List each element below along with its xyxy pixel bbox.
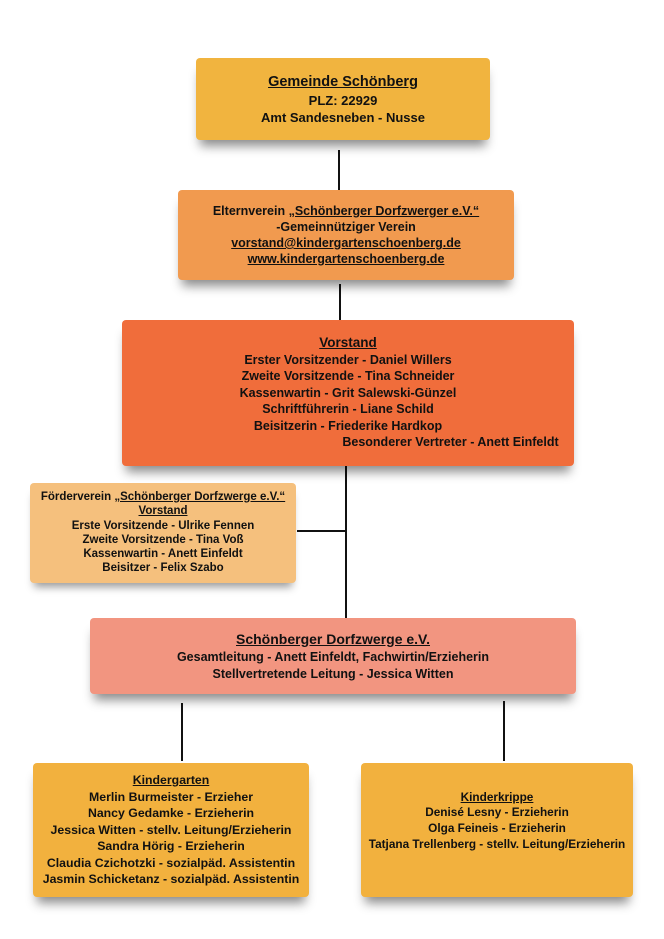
dorfzwerge-title: Schönberger Dorfzwerge e.V. bbox=[236, 630, 430, 647]
connector-elternverein-vorstand bbox=[339, 284, 341, 320]
org-box-dorfzwerge: Schönberger Dorfzwerge e.V. Gesamtleitun… bbox=[90, 618, 576, 694]
kindergarten-member: Claudia Czichotzki - sozialpäd. Assisten… bbox=[46, 855, 296, 870]
vorstand-member: Beisitzerin - Friederike Hardkop bbox=[253, 418, 443, 433]
foerderverein-prefix: Förderverein bbox=[40, 491, 115, 503]
kindergarten-title: Kindergarten bbox=[132, 772, 210, 787]
kindergarten-member: Nancy Gedamke - Erzieherin bbox=[87, 806, 255, 821]
elternverein-prefix: Elternverein bbox=[212, 204, 289, 218]
org-box-vorstand: Vorstand Erster Vorsitzender - Daniel Wi… bbox=[122, 320, 574, 466]
gemeinde-title: Gemeinde Schönberg bbox=[268, 73, 418, 90]
vorstand-member: Erster Vorsitzender - Daniel Willers bbox=[244, 352, 452, 367]
connector-dorfzwerge-kinderkrippe bbox=[503, 701, 505, 761]
foerderverein-member: Erste Vorsitzende - Ulrike Fennen bbox=[71, 519, 255, 532]
kindergarten-member: Jasmin Schicketanz - sozialpäd. Assisten… bbox=[42, 872, 300, 887]
foerderverein-member: Beisitzer - Felix Szabo bbox=[102, 562, 224, 575]
connector-gemeinde-elternverein bbox=[338, 150, 340, 190]
kindergarten-member: Merlin Burmeister - Erzieher bbox=[88, 789, 253, 804]
foerderverein-title: Förderverein „Schönberger Dorfzwerge e.V… bbox=[41, 490, 285, 504]
elternverein-website-link[interactable]: www.kindergartenschoenberg.de bbox=[247, 252, 445, 266]
gemeinde-amt: Amt Sandesneben - Nusse bbox=[261, 109, 425, 125]
elternverein-subtitle: -Gemeinnütziger Verein bbox=[276, 220, 416, 234]
org-box-gemeinde: Gemeinde Schönberg PLZ: 22929 Amt Sandes… bbox=[196, 58, 490, 140]
dorfzwerge-line: Stellvertretende Leitung - Jessica Witte… bbox=[212, 666, 454, 681]
connector-vorstand-dorfzwerge bbox=[345, 466, 347, 618]
vorstand-member: Zweite Vorsitzende - Tina Schneider bbox=[241, 369, 455, 384]
kindergarten-member: Jessica Witten - stellv. Leitung/Erziehe… bbox=[50, 822, 292, 837]
connector-foerderverein bbox=[297, 530, 346, 532]
kinderkrippe-member: Denisé Lesny - Erzieherin bbox=[425, 805, 569, 820]
org-box-kinderkrippe: Kinderkrippe Denisé Lesny - Erzieherin O… bbox=[361, 763, 633, 897]
gemeinde-plz: PLZ: 22929 bbox=[308, 92, 378, 108]
kinderkrippe-title: Kinderkrippe bbox=[460, 789, 534, 804]
vorstand-member: Schriftführerin - Liane Schild bbox=[262, 402, 434, 417]
foerderverein-member: Kassenwartin - Anett Einfeldt bbox=[83, 548, 243, 561]
foerderverein-member: Zweite Vorsitzende - Tina Voß bbox=[82, 533, 244, 546]
vorstand-title: Vorstand bbox=[319, 334, 377, 350]
dorfzwerge-line: Gesamtleitung - Anett Einfeldt, Fachwirt… bbox=[176, 649, 490, 664]
elternverein-title: Elternverein „Schönberger Dorfzwerger e.… bbox=[213, 203, 479, 219]
kinderkrippe-member: Olga Feineis - Erzieherin bbox=[428, 821, 566, 835]
vorstand-member: Kassenwartin - Grit Salewski-Günzel bbox=[239, 385, 457, 400]
foerderverein-subtitle: Vorstand bbox=[138, 505, 188, 518]
vorstand-member: Besonderer Vertreter - Anett Einfeldt bbox=[342, 435, 559, 450]
kindergarten-member: Sandra Hörig - Erzieherin bbox=[97, 839, 245, 854]
org-box-foerderverein: Förderverein „Schönberger Dorfzwerge e.V… bbox=[30, 483, 296, 583]
kinderkrippe-member: Tatjana Trellenberg - stellv. Leitung/Er… bbox=[368, 836, 626, 851]
elternverein-email-link[interactable]: vorstand@kindergartenschoenberg.de bbox=[231, 236, 461, 250]
org-box-kindergarten: Kindergarten Merlin Burmeister - Erziehe… bbox=[33, 763, 309, 897]
elternverein-name: „Schönberger Dorfzwerger e.V.“ bbox=[288, 204, 480, 218]
org-box-elternverein: Elternverein „Schönberger Dorfzwerger e.… bbox=[178, 190, 514, 280]
connector-dorfzwerge-kindergarten bbox=[181, 703, 183, 761]
foerderverein-name: „Schönberger Dorfzwerge e.V.“ bbox=[114, 491, 286, 503]
